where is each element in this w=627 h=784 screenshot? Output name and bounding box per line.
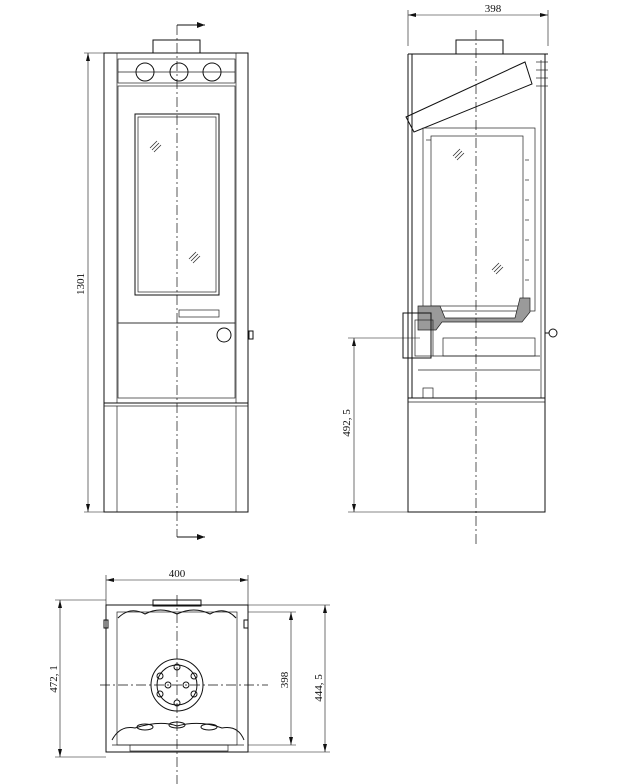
side-width-label: 398	[485, 3, 502, 15]
front-flue-collar	[152, 39, 201, 54]
side-knob	[548, 328, 558, 338]
ash-pan	[442, 337, 536, 357]
top-view: 400 398	[48, 568, 330, 784]
front-height-label: 1301	[75, 273, 87, 295]
front-door	[117, 85, 236, 324]
top-inner-depth-label: 398	[279, 671, 291, 688]
side-flue-collar	[455, 39, 504, 55]
front-view: 1301	[75, 22, 254, 540]
front-vent-hole	[135, 62, 155, 82]
front-body	[103, 52, 249, 404]
hearth-section	[417, 297, 531, 331]
front-handle	[178, 309, 220, 318]
top-left-depth-label: 472, 1	[48, 665, 60, 693]
top-door-handle	[129, 744, 229, 752]
top-width-label: 400	[169, 568, 186, 580]
rear-vent-slats	[536, 61, 548, 87]
side-view: 398	[341, 3, 558, 545]
baffle-plate	[405, 61, 533, 133]
front-ash-drawer	[117, 322, 236, 399]
combustion-chamber	[422, 127, 536, 312]
side-base-label: 492, 5	[341, 409, 353, 437]
front-vent-hole	[169, 62, 189, 82]
chamber-rivets	[525, 159, 529, 281]
side-plinth	[407, 397, 546, 513]
glass-hatch	[149, 140, 201, 264]
air-control-knob	[216, 327, 232, 343]
front-vent-grille	[117, 58, 236, 84]
top-front-profile	[111, 722, 245, 741]
front-plinth	[103, 402, 249, 513]
side-glass-hatch	[452, 148, 504, 275]
front-vent-hole	[202, 62, 222, 82]
side-lever	[248, 330, 254, 340]
side-door-profile	[402, 312, 432, 359]
top-total-depth-label: 444, 5	[313, 674, 325, 702]
